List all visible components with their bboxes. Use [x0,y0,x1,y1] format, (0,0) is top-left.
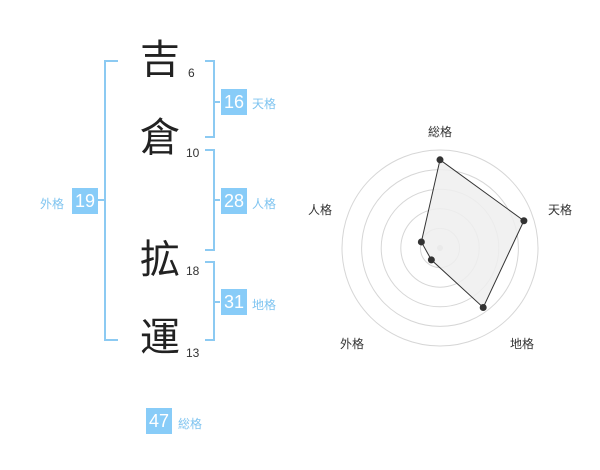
name-char-2: 倉 [140,115,180,161]
name-char-3-strokes: 18 [186,264,200,278]
tenkaku-label: 天格 [252,97,277,111]
tenkaku-bracket [205,60,215,138]
radar-axis-label-soukaku: 総格 [428,125,453,139]
radar-point-4 [417,238,425,246]
radar-series-polygon [420,158,525,309]
name-char-4: 運 [140,315,180,361]
jinkaku-value: 28 [221,188,247,214]
radar-point-2 [479,303,487,311]
radar-point-3 [427,256,435,264]
gaikaku-label: 外格 [40,197,65,211]
radar-axis-label-gaikaku: 外格 [340,337,365,351]
chikaku-value: 31 [221,289,247,315]
gaikaku-value: 19 [72,188,98,214]
radar-axis-label-jinkaku: 人格 [308,203,333,217]
radar-axis-label-chikaku: 地格 [510,337,535,351]
radar-point-0 [436,156,444,164]
name-char-3: 拡 [140,237,180,283]
radar-ring [341,149,539,347]
soukaku-label: 総格 [178,417,203,431]
name-char-1-strokes: 6 [188,66,195,80]
jinkaku-label: 人格 [252,197,277,211]
soukaku-value: 47 [146,408,172,434]
name-char-4-strokes: 13 [186,346,200,360]
chikaku-label: 地格 [252,298,277,312]
name-char-1: 吉 [140,37,180,83]
tenkaku-value: 16 [221,89,247,115]
radar-point-1 [520,217,528,225]
name-char-2-strokes: 10 [186,146,200,160]
radar-axis-label-tenkaku: 天格 [548,203,573,217]
